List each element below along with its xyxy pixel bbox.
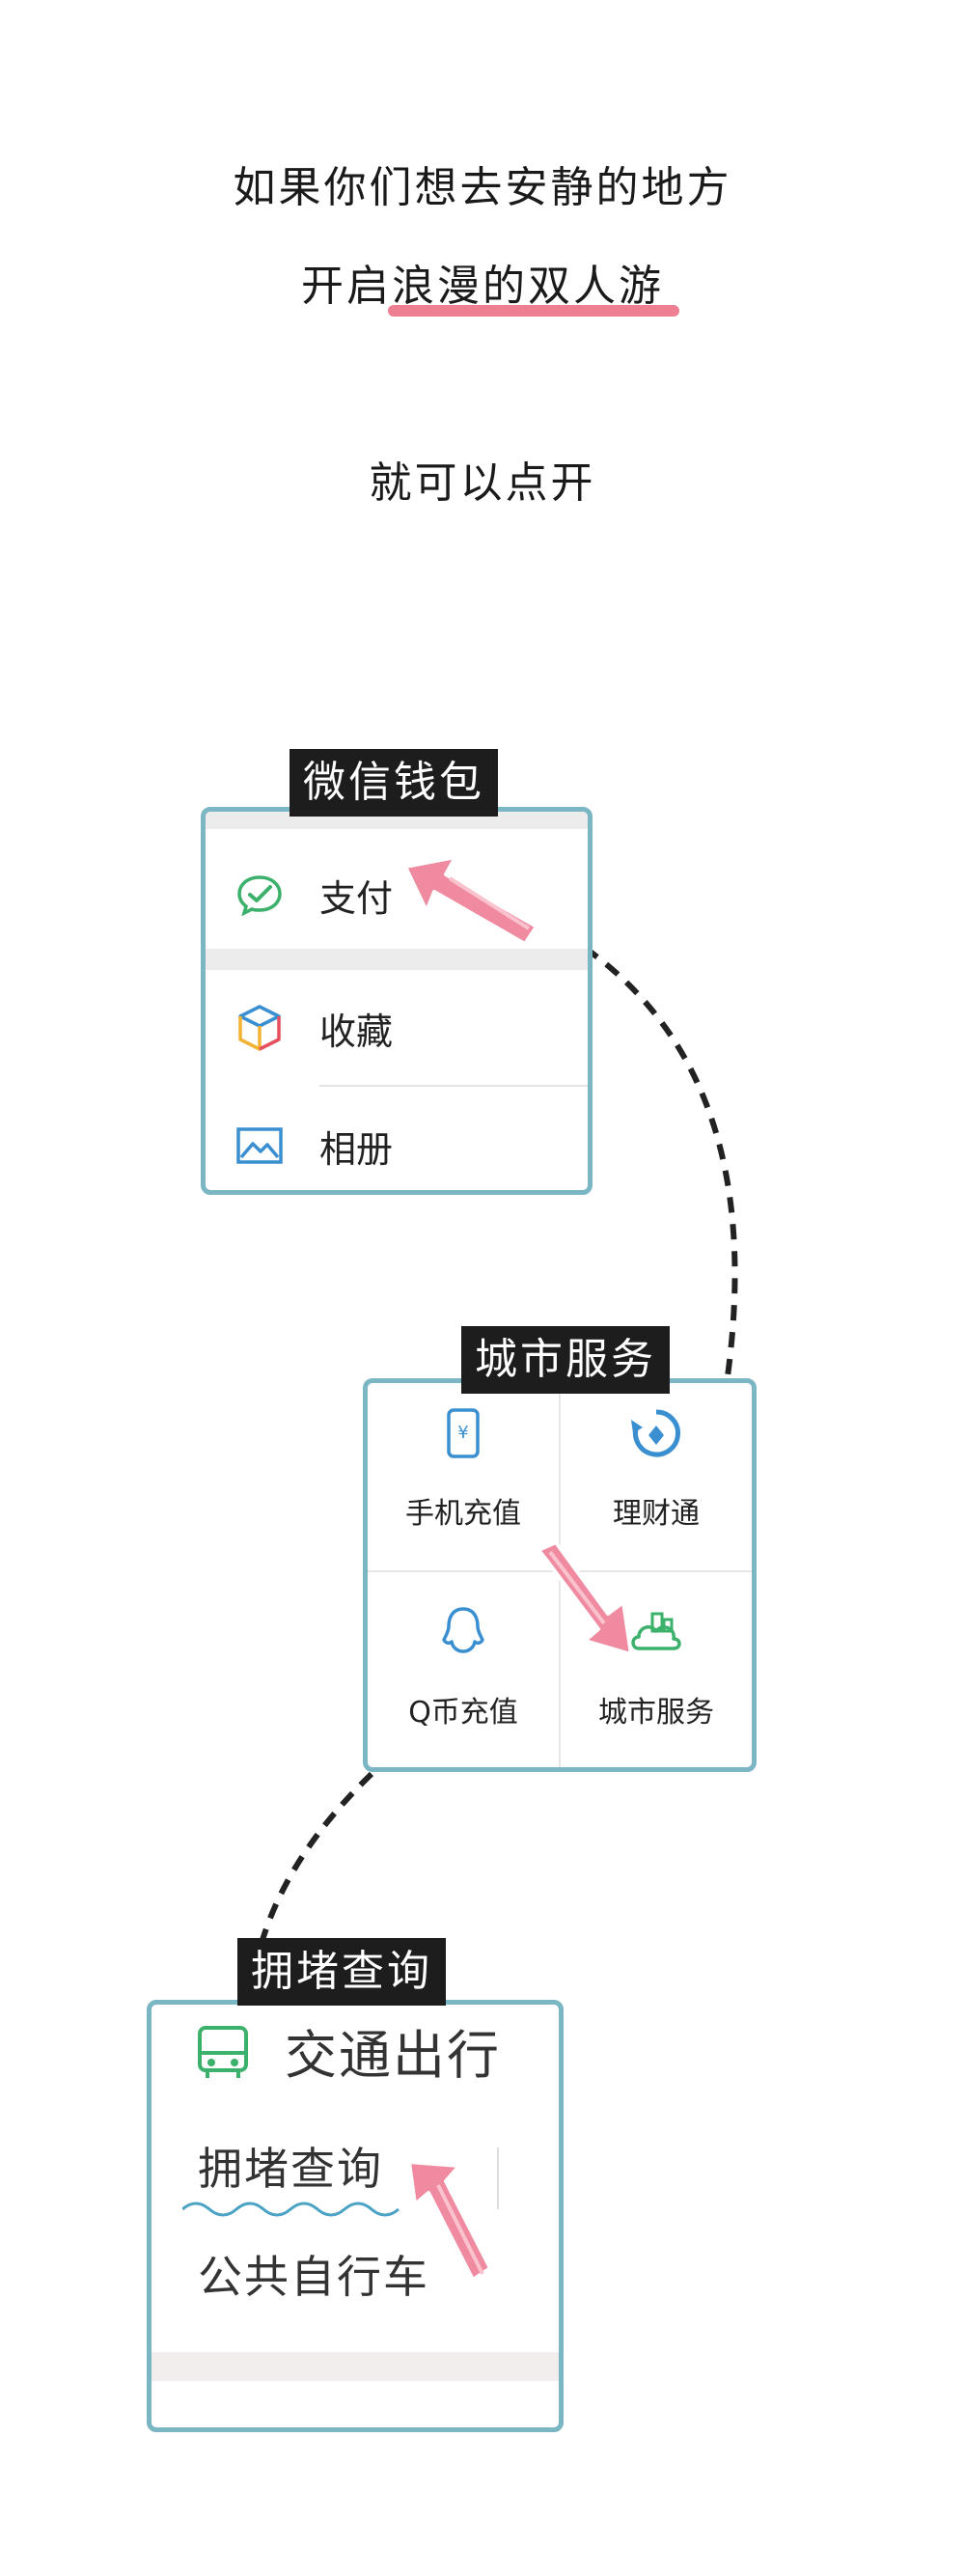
wallet-card: 支付 收藏 相册 [201, 807, 593, 1195]
row-divider [319, 1085, 588, 1087]
intro-line-2: 开启浪漫的双人游 [0, 251, 965, 313]
service-label: 理财通 [613, 1497, 700, 1531]
pink-arrow-icon [537, 1540, 633, 1656]
connector-wallet-to-services [583, 945, 738, 1391]
wallet-section-tag: 微信钱包 [290, 749, 498, 817]
service-qq-coin[interactable]: Q币充值 [368, 1603, 559, 1731]
favorites-cube-icon [234, 1003, 285, 1053]
service-label: 城市服务 [598, 1696, 714, 1730]
bottom-separator-band [152, 2352, 559, 2381]
service-label: 手机充值 [405, 1497, 521, 1531]
connector-services-to-traffic [260, 1771, 374, 1941]
bus-icon [196, 2024, 250, 2082]
qq-coin-icon [434, 1603, 492, 1661]
traffic-section-tag: 拥堵查询 [237, 1938, 446, 2006]
wallet-item-favorites[interactable]: 收藏 [206, 978, 588, 1078]
service-phone-recharge[interactable]: ¥ 手机充值 [368, 1404, 559, 1532]
middle-separator-band [206, 949, 588, 970]
svg-text:¥: ¥ [457, 1423, 468, 1443]
service-city[interactable]: 城市服务 [561, 1603, 752, 1731]
wallet-item-album[interactable]: 相册 [206, 1095, 588, 1190]
intro-line-3: 就可以点开 [369, 458, 596, 508]
services-section-tag: 城市服务 [461, 1326, 670, 1394]
wallet-item-label: 收藏 [319, 1010, 394, 1053]
traffic-item-congestion[interactable]: 拥堵查询 [198, 2143, 383, 2195]
service-label: Q币充值 [408, 1696, 518, 1730]
intro-line-2-prefix: 开启 [301, 262, 392, 311]
intro-line-2-highlight: 浪漫的双人游 [392, 262, 664, 311]
pink-arrow-icon [407, 2160, 492, 2282]
album-image-icon [234, 1121, 285, 1171]
phone-recharge-icon: ¥ [434, 1404, 492, 1462]
traffic-card-title: 交通出行 [285, 2025, 501, 2086]
traffic-item-public-bike[interactable]: 公共自行车 [198, 2251, 429, 2303]
wavy-underline [182, 2202, 400, 2217]
wealth-management-icon [627, 1404, 685, 1462]
wallet-item-label: 相册 [319, 1127, 394, 1171]
wechat-pay-check-icon [234, 870, 285, 920]
city-service-icon [627, 1603, 685, 1661]
service-wealth[interactable]: 理财通 [561, 1404, 752, 1532]
vertical-divider [497, 2147, 499, 2209]
intro-line-1: 如果你们想去安静的地方 [233, 163, 732, 212]
wallet-item-pay[interactable]: 支付 [206, 845, 588, 945]
highlight-underline [388, 305, 679, 317]
traffic-card: 交通出行 拥堵查询 公共自行车 [147, 2000, 564, 2432]
pink-arrow-icon [403, 855, 538, 946]
wallet-item-label: 支付 [319, 876, 394, 920]
